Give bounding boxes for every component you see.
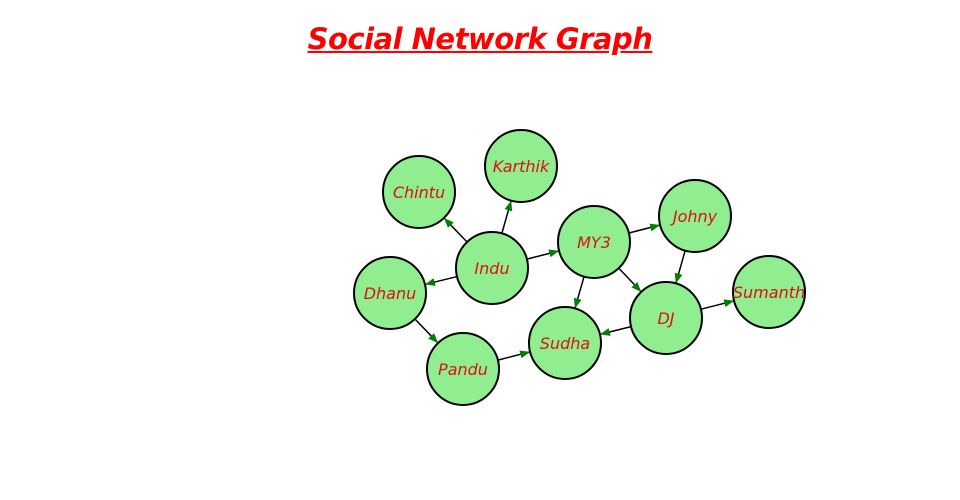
node-circle bbox=[484, 129, 558, 203]
node-dj[interactable]: DJ bbox=[629, 281, 703, 355]
node-pandu[interactable]: Pandu bbox=[426, 332, 500, 406]
edge-indu-to-dhanu bbox=[424, 275, 458, 286]
node-circle bbox=[353, 256, 427, 330]
node-label: Chintu bbox=[393, 183, 445, 202]
node-johny[interactable]: Johny bbox=[658, 179, 732, 253]
node-chintu[interactable]: Chintu bbox=[382, 155, 456, 229]
edge-dj-to-sudha bbox=[599, 325, 632, 336]
node-label: Johny bbox=[670, 207, 718, 226]
node-circle bbox=[629, 281, 703, 355]
edge-pandu-to-sudha bbox=[497, 350, 531, 361]
edge-dj-to-sumanth bbox=[700, 299, 735, 310]
node-circle bbox=[455, 231, 529, 305]
page-title: Social Network Graph bbox=[307, 22, 653, 56]
edge-dhanu-to-pandu bbox=[414, 318, 439, 344]
edge-indu-to-chintu bbox=[443, 217, 468, 243]
node-label: MY3 bbox=[577, 233, 611, 252]
edge-indu-to-karthik bbox=[501, 200, 513, 234]
node-label: Sudha bbox=[540, 334, 590, 353]
edge-my3-to-johny bbox=[628, 223, 661, 234]
node-sumanth[interactable]: Sumanth bbox=[732, 255, 806, 329]
node-circle bbox=[557, 205, 631, 279]
edges-layer bbox=[414, 200, 735, 361]
node-label: Indu bbox=[474, 259, 509, 278]
edge-my3-to-sudha bbox=[573, 276, 585, 309]
edge-johny-to-dj bbox=[674, 250, 686, 284]
node-label: Karthik bbox=[493, 157, 550, 176]
edge-indu-to-my3 bbox=[526, 249, 560, 260]
node-label: DJ bbox=[657, 309, 674, 328]
node-label: Sumanth bbox=[733, 283, 805, 302]
node-circle bbox=[528, 306, 602, 380]
node-circle bbox=[382, 155, 456, 229]
node-circle bbox=[732, 255, 806, 329]
node-my3[interactable]: MY3 bbox=[557, 205, 631, 279]
node-label: Pandu bbox=[438, 360, 488, 379]
edge-my3-to-dj bbox=[618, 267, 642, 292]
node-dhanu[interactable]: Dhanu bbox=[353, 256, 427, 330]
node-circle bbox=[658, 179, 732, 253]
node-circle bbox=[426, 332, 500, 406]
node-karthik[interactable]: Karthik bbox=[484, 129, 558, 203]
node-label: Dhanu bbox=[364, 284, 417, 303]
node-indu[interactable]: Indu bbox=[455, 231, 529, 305]
node-sudha[interactable]: Sudha bbox=[528, 306, 602, 380]
